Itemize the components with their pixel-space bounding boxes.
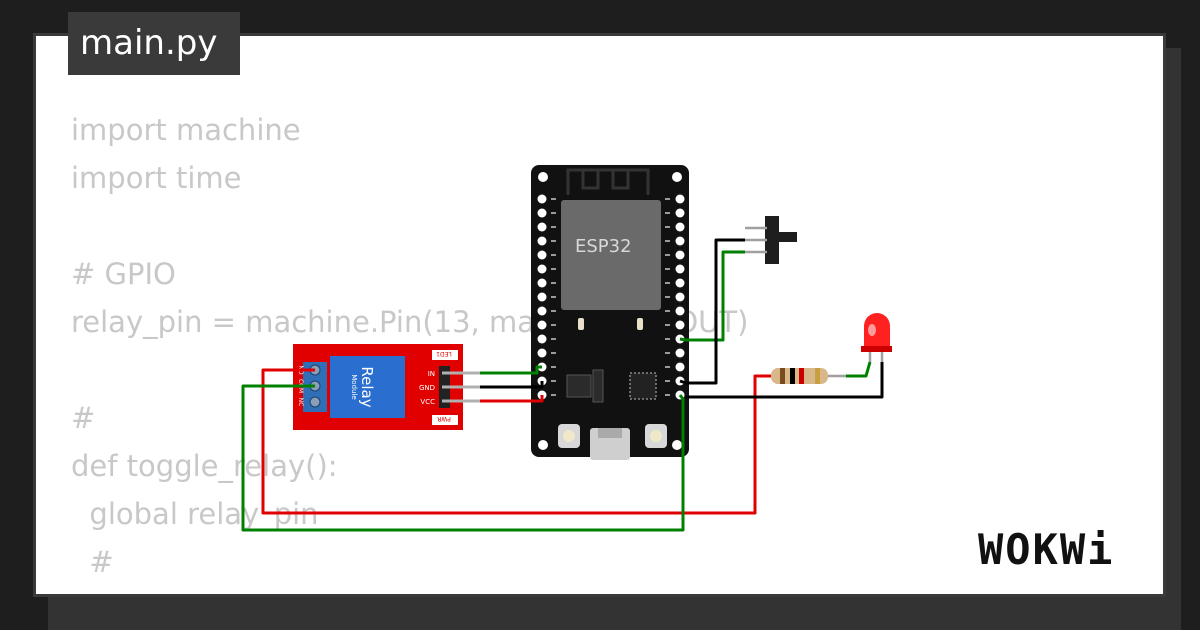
relay-module[interactable]: Relay Module NO COM NC IN GND VCC LED1 P… <box>293 344 480 430</box>
card-shadow-bottom <box>48 597 1181 630</box>
relay-pin-vcc: VCC <box>420 398 435 406</box>
wire-relay-vcc <box>480 395 544 403</box>
relay-pwr-label: PWR <box>437 415 451 422</box>
wire-relay-in <box>480 365 542 375</box>
wire-relay-gnd <box>480 381 544 389</box>
chip-label: ESP32 <box>575 236 632 257</box>
relay-pin-nc: NC <box>297 398 304 407</box>
esp32-left-pins[interactable] <box>537 172 549 450</box>
relay-led-label: LED1 <box>436 350 452 357</box>
relay-subtitle: Module <box>350 374 358 399</box>
wokwi-logo[interactable]: WOKWi <box>978 525 1115 574</box>
filename-tab[interactable]: main.py <box>68 12 240 75</box>
relay-pin-in: IN <box>428 370 435 378</box>
wire-resistor-led <box>846 361 872 378</box>
slide-switch[interactable] <box>745 216 797 264</box>
wire-relay-no <box>261 368 771 515</box>
code-line: import time <box>71 161 242 195</box>
wire-switch-signal <box>679 250 745 342</box>
code-line: # <box>71 401 96 435</box>
led-red[interactable] <box>861 313 892 362</box>
code-line: # <box>71 545 114 579</box>
relay-pin-gnd: GND <box>419 384 435 392</box>
wire-led-gnd <box>686 362 884 399</box>
esp32-right-pins[interactable] <box>672 172 685 450</box>
code-line: relay_pin.value(not relay_pin.value()) <box>71 586 748 594</box>
code-line: def toggle_relay(): <box>71 449 338 483</box>
wires <box>241 238 884 532</box>
esp32-board[interactable]: ESP32 <box>531 165 689 460</box>
wire-switch-gnd <box>679 238 745 385</box>
resistor[interactable] <box>756 368 846 384</box>
card-shadow-right <box>1166 48 1181 597</box>
relay-title: Relay <box>358 366 376 407</box>
wire-relay-com <box>241 384 685 532</box>
code-line: # GPIO <box>71 257 176 291</box>
code-line: import machine <box>71 113 301 147</box>
